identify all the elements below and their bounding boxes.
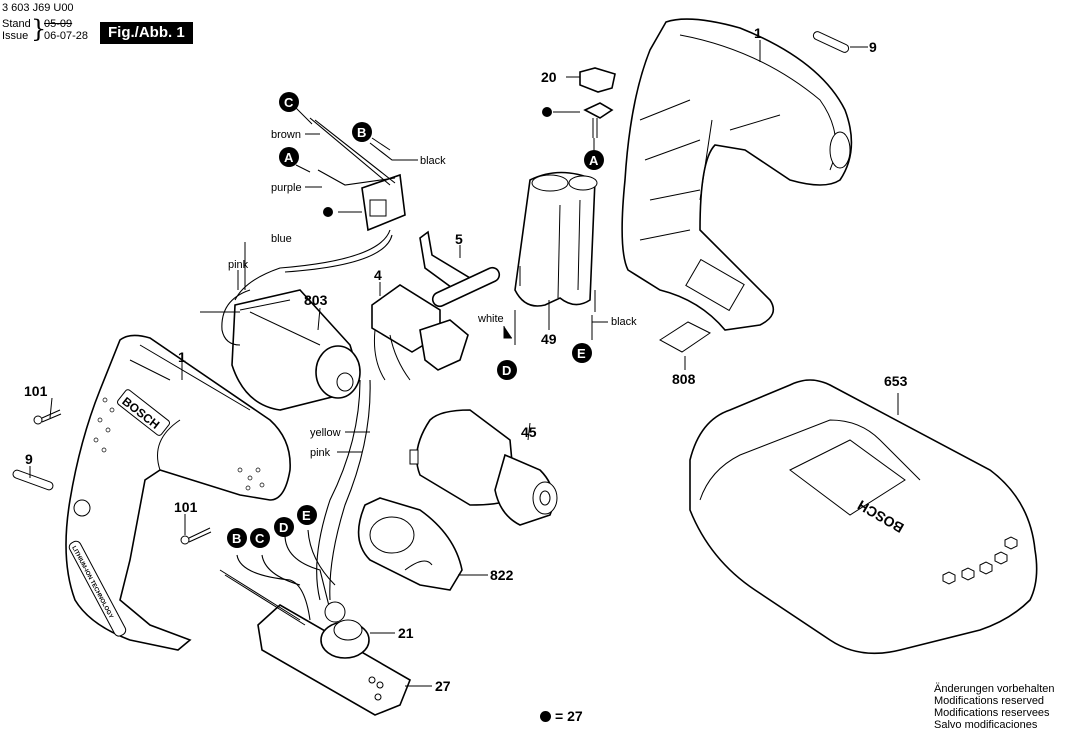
screw-lower-drawing — [180, 527, 212, 545]
issue-label: Issue — [2, 30, 29, 42]
wire-label-black-top: black — [420, 155, 446, 167]
part-label-822: 822 — [490, 567, 514, 583]
svg-text:E: E — [302, 508, 311, 523]
svg-text:E: E — [577, 346, 586, 361]
part-label-653: 653 — [884, 373, 908, 389]
connector-a-cap: A — [584, 150, 604, 170]
svg-text:A: A — [589, 153, 599, 168]
board-drawing — [219, 569, 412, 716]
connector-e-battery: E — [572, 343, 592, 363]
part-label-27: 27 — [435, 678, 451, 694]
clip-drawing — [419, 230, 501, 308]
document-number: 3 603 J69 U00 — [2, 2, 74, 14]
part-label-1-right: 1 — [754, 25, 762, 41]
wire-label-pink-bottom: pink — [310, 447, 331, 459]
connector-e-board: E — [297, 505, 317, 525]
svg-text:D: D — [279, 520, 288, 535]
wire-label-pink-top: pink — [228, 259, 249, 271]
part-label-5: 5 — [455, 231, 463, 247]
part-label-101-lower: 101 — [174, 499, 198, 515]
part-label-803: 803 — [304, 292, 328, 308]
part-label-101-upper: 101 — [24, 383, 48, 399]
housing-left-drawing: BOSCH LITHIUM-ION TECHNOLOGY — [65, 334, 291, 651]
svg-text:C: C — [255, 531, 265, 546]
part-label-45: 45 — [521, 424, 537, 440]
wire-label-yellow: yellow — [310, 427, 341, 439]
part-label-9-left: 9 — [25, 451, 33, 467]
connector-c-board: C — [250, 528, 270, 548]
cover-drawing — [357, 497, 463, 591]
cap-drawing — [579, 67, 616, 138]
connector-d-board: D — [274, 517, 294, 537]
charger-drawing: BOSCH — [689, 379, 1038, 655]
battery-pack-drawing — [514, 171, 598, 345]
svg-text:C: C — [284, 95, 294, 110]
svg-text:B: B — [357, 125, 366, 140]
stand-value: 05-09 — [44, 18, 73, 30]
part-label-808: 808 — [672, 371, 696, 387]
switch-drawing — [371, 284, 469, 381]
part-label-4: 4 — [374, 267, 382, 283]
stand-label: Stand — [2, 18, 31, 30]
connector-c-top: C — [279, 92, 299, 112]
housing-right-drawing — [621, 18, 853, 331]
connector-a-top: A — [279, 147, 299, 167]
gearbox-drawing — [409, 409, 558, 526]
footer-line-en: Modifications reserved — [934, 695, 1045, 707]
pin-left-drawing — [12, 469, 54, 491]
part-label-1-left: 1 — [178, 349, 186, 365]
wire-label-blue: blue — [271, 233, 292, 245]
wire-label-white: white — [477, 313, 504, 325]
issue-value: 06-07-28 — [44, 30, 89, 42]
connector-b-top: B — [352, 122, 372, 142]
svg-text:D: D — [502, 363, 511, 378]
pin-right-drawing — [812, 31, 850, 53]
leader-lines — [29, 40, 899, 687]
svg-text:A: A — [284, 150, 294, 165]
motor-drawing — [231, 289, 361, 411]
screw-upper-drawing — [33, 409, 62, 425]
svg-text:B: B — [232, 531, 241, 546]
part-label-9-right: 9 — [869, 39, 877, 55]
figure-badge: Fig./Abb. 1 — [100, 22, 193, 44]
legend-text: = 27 — [555, 708, 583, 724]
bullet-marker-terminal — [323, 207, 333, 217]
terminal-block-drawing — [361, 173, 406, 232]
brace-icon: } — [31, 15, 47, 43]
wire-label-purple: purple — [271, 182, 302, 194]
part-label-21: 21 — [398, 625, 414, 641]
footer-line-fr: Modifications reservees — [934, 707, 1050, 719]
wire-paths — [221, 117, 405, 621]
wire-label-black-battery: black — [611, 316, 637, 328]
part-label-49: 49 — [541, 331, 557, 347]
connector-b-board: B — [227, 528, 247, 548]
footer-line-es: Salvo modificaciones — [934, 719, 1038, 731]
footer-line-de: Änderungen vorbehalten — [934, 683, 1055, 695]
nameplate-drawing — [659, 321, 711, 353]
part-label-20: 20 — [541, 69, 557, 85]
connector-d-battery: D — [497, 360, 517, 380]
legend: = 27 — [540, 708, 583, 724]
bullet-icon — [540, 711, 551, 722]
wire-label-brown: brown — [271, 129, 301, 141]
bullet-marker-cap — [542, 107, 552, 117]
